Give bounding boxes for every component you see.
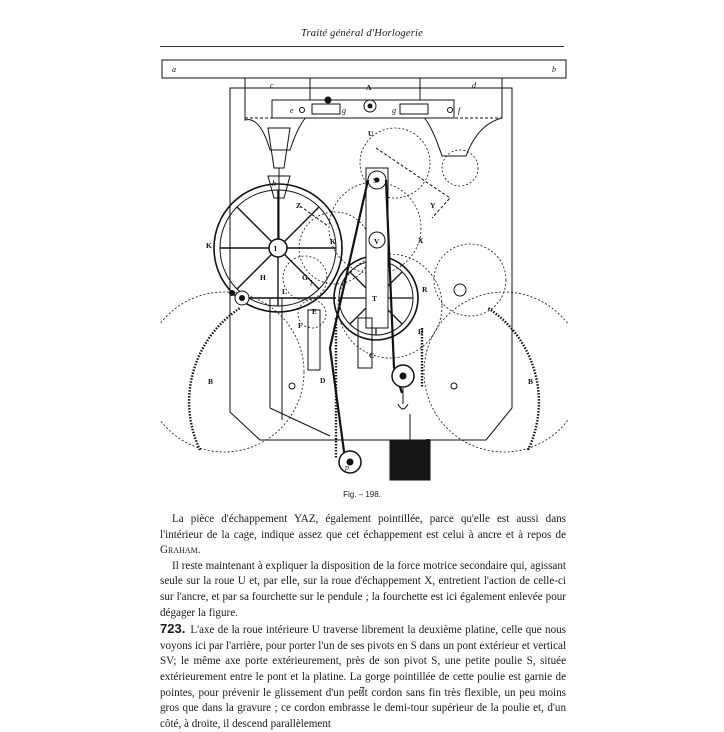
screw-e bbox=[299, 107, 305, 113]
label-Z: Z bbox=[296, 201, 301, 210]
label-U: U bbox=[368, 129, 374, 138]
suspension-block bbox=[267, 127, 291, 169]
label-B-right: B bbox=[528, 377, 533, 386]
pulley-right-center bbox=[399, 372, 407, 380]
figure-caption: Fig. – 198. bbox=[343, 490, 381, 499]
label-P: P bbox=[426, 437, 431, 446]
header-rule bbox=[160, 46, 564, 47]
escapement-Z bbox=[299, 205, 329, 227]
label-p: p bbox=[344, 463, 349, 472]
label-K-right: K bbox=[330, 237, 336, 246]
slot-right bbox=[399, 103, 429, 115]
label-d: d bbox=[472, 81, 477, 90]
label-R: R bbox=[422, 285, 428, 294]
label-T: T bbox=[372, 294, 377, 303]
lever-pivot-center bbox=[239, 295, 245, 301]
label-C: C bbox=[369, 351, 374, 360]
label-b: b bbox=[552, 65, 556, 74]
clock-mechanism-drawing: a b c d e f g g h l p A U Z S Y X K K I … bbox=[160, 59, 568, 481]
label-B-left: B bbox=[208, 377, 213, 386]
page-number: 7 bbox=[359, 685, 365, 697]
paragraph-2: Il reste maintenant à expliquer la dispo… bbox=[160, 559, 566, 619]
wheel-B-left-circle bbox=[160, 291, 305, 453]
wheel-B-right bbox=[487, 306, 541, 451]
mechanism-figure: a b c d e f g g h l p A U Z S Y X K K I … bbox=[160, 58, 568, 482]
screw-top bbox=[324, 96, 332, 104]
link-F bbox=[269, 407, 331, 437]
label-H: H bbox=[260, 273, 266, 282]
column-E bbox=[307, 309, 321, 371]
bridge-V bbox=[368, 231, 386, 249]
top-bar-ab bbox=[161, 59, 567, 79]
label-Y: Y bbox=[430, 201, 436, 210]
wheel-K-left bbox=[213, 183, 343, 313]
label-a: a bbox=[172, 65, 176, 74]
pivot-A bbox=[363, 99, 377, 113]
label-A: A bbox=[366, 83, 372, 92]
paragraph-1: La pièce d'échappement YAZ, également po… bbox=[160, 513, 566, 557]
wheel-K-left-hub bbox=[268, 238, 288, 258]
column-C bbox=[357, 317, 373, 369]
label-h: h bbox=[272, 179, 276, 188]
pivot-right bbox=[453, 283, 467, 297]
wheel-B-right-circle bbox=[423, 291, 568, 453]
label-g-right: g bbox=[392, 106, 396, 115]
label-X: X bbox=[418, 236, 424, 245]
pivot-left-edge bbox=[229, 290, 235, 296]
label-D-low: D bbox=[320, 376, 326, 385]
pulley-S-center bbox=[374, 177, 380, 183]
label-g-left: g bbox=[342, 106, 346, 115]
body-text: La pièce d'échappement YAZ, également po… bbox=[160, 512, 566, 732]
label-c: c bbox=[270, 81, 274, 90]
plate-hole-left bbox=[288, 382, 296, 390]
label-e: e bbox=[290, 106, 294, 115]
label-S: S bbox=[373, 176, 377, 185]
name-graham: Graham bbox=[160, 544, 198, 557]
plate-hole-right bbox=[450, 382, 458, 390]
label-E: E bbox=[312, 307, 317, 316]
label-I: I bbox=[274, 244, 277, 253]
label-D-right: D bbox=[418, 327, 424, 336]
label-L: L bbox=[282, 287, 287, 296]
label-f: f bbox=[458, 106, 462, 115]
running-head: Traité général d'Horlogerie bbox=[301, 28, 423, 39]
section-number: 723. bbox=[160, 621, 186, 637]
slot-left bbox=[311, 103, 341, 115]
label-l: l bbox=[310, 279, 313, 288]
escapement-YAZ bbox=[375, 147, 451, 219]
pivot-A-center bbox=[367, 103, 373, 109]
screw-f bbox=[447, 107, 453, 113]
label-F: F bbox=[298, 321, 303, 330]
label-K-left: K bbox=[206, 241, 212, 250]
label-V: V bbox=[374, 237, 380, 246]
label-G: G bbox=[302, 273, 308, 282]
pulley-p-center bbox=[346, 458, 354, 466]
cord bbox=[328, 179, 404, 467]
wheel-B-left bbox=[187, 306, 241, 451]
weight-P bbox=[389, 439, 431, 481]
hook bbox=[397, 388, 409, 410]
paragraph-3: 723.L'axe de la roue intérieure U traver… bbox=[160, 621, 566, 730]
